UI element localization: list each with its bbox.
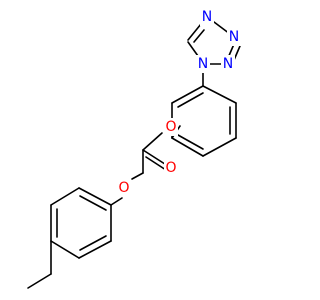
ether-oxygen-label: O (118, 180, 129, 196)
ester-oxygen-label: O (165, 119, 176, 135)
bond-c5-n4 (187, 23, 202, 41)
atom-labels: N N N N O O O (117, 8, 241, 197)
aryl-bond-5-inner (79, 235, 107, 251)
carbonyl-oxygen-label: O (165, 160, 176, 176)
bond-ethyl-ch2-ch3 (27, 273, 52, 289)
bond-carbonyl-o (142, 149, 169, 167)
tetrazole-n3-label: N (229, 29, 239, 45)
aryl-bond-5 (78, 240, 112, 259)
tetrazole-ring (187, 21, 241, 65)
phenyl-bond-4-inner (177, 134, 204, 150)
bond-n1-c5 (187, 41, 199, 57)
tetrazole-n2-label: N (223, 56, 233, 72)
phenyl-bond-4 (171, 137, 204, 157)
bond-carbonyl-o-double (145, 156, 167, 171)
ethylphenyl-ring (50, 187, 112, 259)
phenyl-bond-3 (202, 137, 237, 157)
aryl-bond-4 (50, 240, 80, 259)
bond-ester-o-carbonyl (142, 132, 163, 151)
aryl-bond-2 (50, 187, 80, 206)
chemical-structure: N N N N O O O (27, 8, 241, 289)
tetrazole-n1-label: N (198, 56, 208, 72)
phenyl-bond-6-inner (177, 92, 204, 108)
bond-ch2-ether-o (131, 172, 144, 180)
bond-c5-n4-double (193, 29, 205, 43)
tetrazole-n4-label: N (202, 9, 212, 25)
bond-ether-o-aryl (110, 197, 123, 206)
aryl-bond-1 (78, 187, 112, 206)
phenyl-ring (171, 85, 237, 157)
phenyl-bond-6 (171, 85, 204, 104)
aryl-bond-1-inner (79, 195, 107, 211)
phenyl-bond-1 (202, 85, 237, 104)
